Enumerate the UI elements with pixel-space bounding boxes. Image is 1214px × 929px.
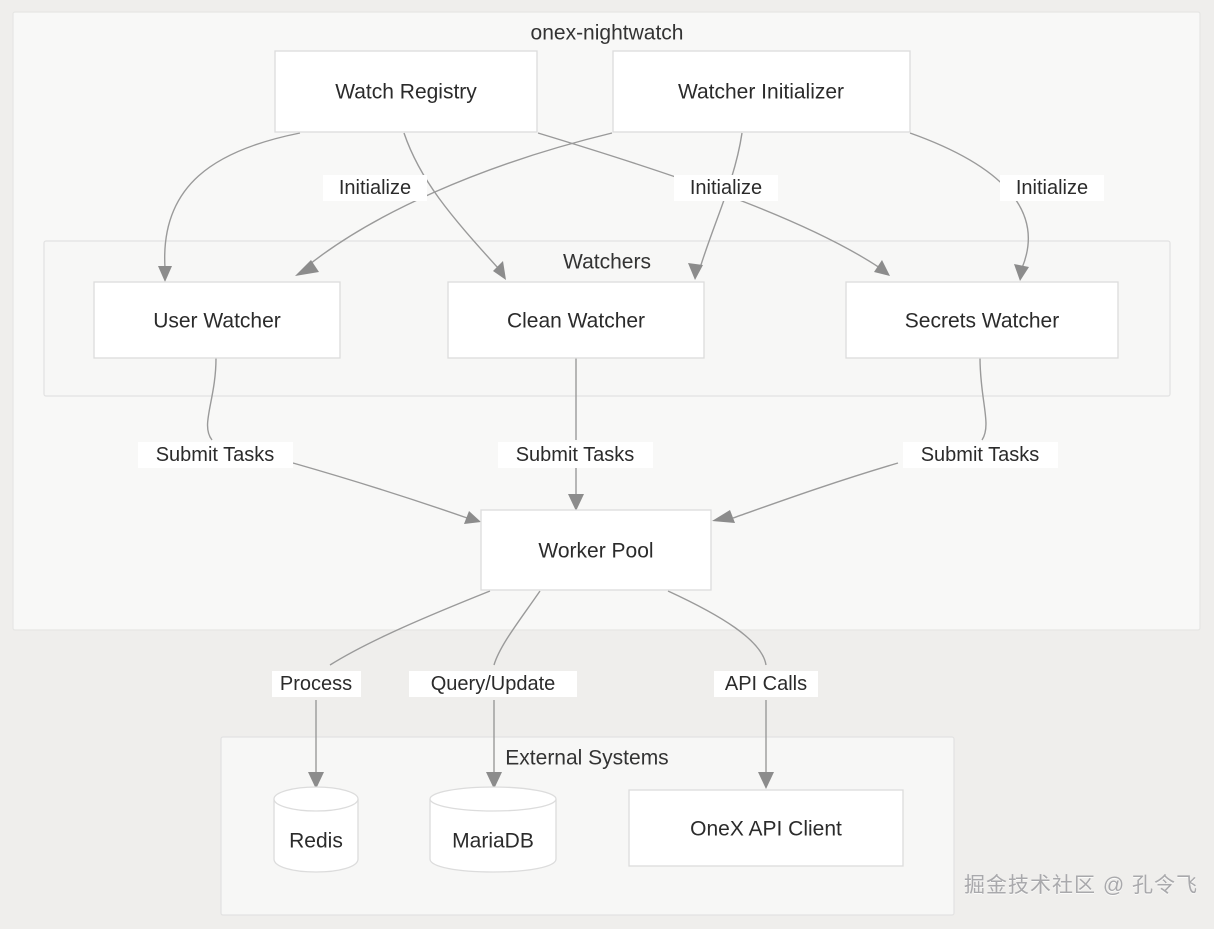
node-secrets-watcher[interactable]: Secrets Watcher [845,281,1119,359]
node-mariadb-label: MariaDB [452,830,534,853]
node-user-watcher-box[interactable] [93,281,341,359]
edge-watch-registry-to-clean-watcher [403,132,499,269]
node-watch-registry-box[interactable] [274,50,538,133]
node-watch-registry[interactable]: Watch Registry [274,50,538,133]
nodes-layer: Watch Registry Watcher Initializer User … [93,50,1119,873]
edge-label-bg [323,175,427,201]
edge-label-bg [272,671,361,697]
node-clean-watcher[interactable]: Clean Watcher [447,281,705,359]
node-user-watcher[interactable]: User Watcher [93,281,341,359]
arrow-head-icon [874,260,890,276]
edge-label-api-calls-text: API Calls [725,673,807,695]
edge-worker-pool-to-redis-curve [329,590,491,666]
node-mariadb[interactable]: MariaDB [429,786,557,873]
arrow-head-icon [493,261,506,280]
edge-secrets-watcher-stem [979,357,987,441]
arrow-head-icon [308,772,324,789]
edge-watcher-initializer-to-user-watcher [304,132,613,269]
node-onex-api-client-label: OneX API Client [690,818,842,841]
cluster-onex-nightwatch-label: onex-nightwatch [531,22,684,45]
node-redis-cylinder-top[interactable] [273,786,359,812]
node-onex-api-client-box[interactable] [628,789,904,867]
edge-label-submit-center-text: Submit Tasks [516,444,635,466]
edge-worker-pool-to-api-client-curve [667,590,767,666]
cluster-external-systems-label: External Systems [505,747,668,770]
node-clean-watcher-box[interactable] [447,281,705,359]
edge-label-submit-right-text: Submit Tasks [921,444,1040,466]
edge-label-bg [903,442,1058,468]
edge-label-submit-center: Submit Tasks [498,442,653,468]
arrow-head-icon [486,772,502,789]
edge-label-bg [714,671,818,697]
arrow-head-icon [568,494,584,511]
edge-label-submit-right: Submit Tasks [903,442,1058,468]
arrow-head-icon [758,772,774,789]
edge-label-process-text: Process [280,673,352,695]
node-worker-pool-label: Worker Pool [538,540,653,563]
node-mariadb-cylinder-body[interactable] [429,799,557,873]
edge-label-initialize-center: Initialize [674,175,778,201]
node-worker-pool-box[interactable] [480,509,712,591]
node-secrets-watcher-box[interactable] [845,281,1119,359]
edge-label-bg [674,175,778,201]
arrow-head-icon [688,263,703,280]
cluster-external-systems-box [220,736,955,916]
cluster-watchers-label: Watchers [563,251,651,274]
node-watch-registry-label: Watch Registry [335,81,477,104]
arrow-head-icon [158,266,172,282]
arrow-head-icon [1014,264,1029,281]
edge-label-submit-left-text: Submit Tasks [156,444,275,466]
node-worker-pool[interactable]: Worker Pool [480,509,712,591]
edge-label-bg [1000,175,1104,201]
arrow-head-icon [712,510,735,523]
arrow-head-icon [464,511,481,524]
node-onex-api-client[interactable]: OneX API Client [628,789,904,867]
watermark: 掘金技术社区 @ 孔令飞 [964,874,1198,897]
edge-label-initialize-right: Initialize [1000,175,1104,201]
edge-label-initialize-left-text: Initialize [339,177,411,199]
arrow-head-icon [295,260,319,276]
node-mariadb-cylinder-top[interactable] [429,786,557,812]
edge-label-bg [409,671,577,697]
node-watcher-initializer[interactable]: Watcher Initializer [612,50,911,133]
edge-label-query-update: Query/Update [409,671,577,697]
edge-watch-registry-to-user-watcher [164,132,301,269]
node-redis[interactable]: Redis [273,786,359,873]
edge-user-watcher-stem [206,357,217,441]
node-watcher-initializer-box[interactable] [612,50,911,133]
edge-user-watcher-to-worker-pool [292,462,471,520]
node-clean-watcher-label: Clean Watcher [507,310,645,333]
edge-labels-layer: Initialize Initialize Initialize Submit … [138,175,1104,697]
node-user-watcher-label: User Watcher [153,310,281,333]
node-redis-label: Redis [289,830,343,853]
edge-label-process: Process [272,671,361,697]
edge-label-initialize-right-text: Initialize [1016,177,1088,199]
edge-label-initialize-left: Initialize [323,175,427,201]
edge-label-initialize-center-text: Initialize [690,177,762,199]
edge-secrets-watcher-to-worker-pool [732,462,899,519]
edge-label-query-update-text: Query/Update [431,673,556,695]
node-redis-cylinder-body[interactable] [273,799,359,873]
edge-label-api-calls: API Calls [714,671,818,697]
node-secrets-watcher-label: Secrets Watcher [905,310,1059,333]
edge-label-submit-left: Submit Tasks [138,442,293,468]
node-watcher-initializer-label: Watcher Initializer [678,81,844,104]
edge-label-bg [498,442,653,468]
cluster-external-systems: External Systems [220,736,955,916]
edge-worker-pool-to-mariadb-curve [493,590,541,666]
edge-label-bg [138,442,293,468]
